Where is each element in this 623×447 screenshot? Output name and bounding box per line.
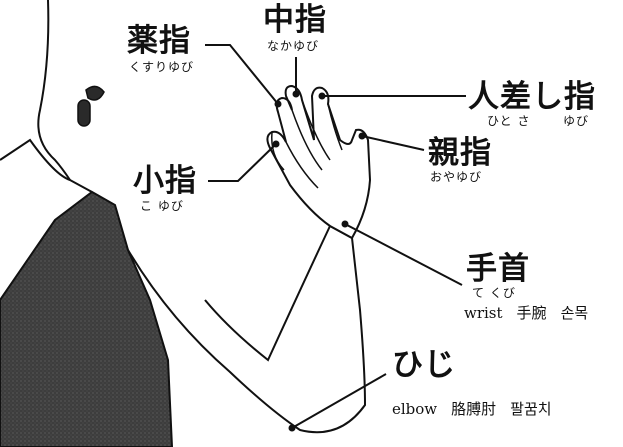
little-finger-reading: こ ゆび xyxy=(140,199,184,213)
index-finger-reading-a: ひと さ xyxy=(487,114,531,128)
wrist-translations: wrist 手腕 손목 xyxy=(464,304,588,322)
chin-outline xyxy=(37,0,71,181)
ring-finger-leader xyxy=(205,44,279,105)
little-finger-label: 小指 xyxy=(133,163,197,199)
elbow-en: elbow xyxy=(392,400,438,418)
middle-finger-reading: なかゆび xyxy=(267,39,320,53)
elbow-translations: elbow 胳膊肘 팔꿈치 xyxy=(392,400,552,418)
wrist-zh: 手腕 xyxy=(516,304,547,322)
wrist-reading: て くび xyxy=(472,286,516,300)
elbow-leader xyxy=(291,373,387,429)
elbow-ko: 팔꿈치 xyxy=(510,400,552,418)
elbow-label: ひじ xyxy=(392,347,456,383)
thumb-label: 親指 xyxy=(428,135,492,171)
leader-dots xyxy=(272,90,366,432)
arm xyxy=(127,224,367,434)
thumb-leader xyxy=(361,135,425,151)
index-finger-reading-b: ゆび xyxy=(563,114,590,128)
dress xyxy=(0,190,174,447)
wrist-leader xyxy=(344,223,463,286)
thumb-reading: おやゆび xyxy=(430,170,483,184)
wrist-label: 手首 xyxy=(466,251,530,287)
wrist-en: wrist xyxy=(464,304,503,322)
elbow-zh: 胳膊肘 xyxy=(451,400,497,418)
finger-lines xyxy=(285,99,343,189)
ring-finger-reading: くすりゆび xyxy=(129,60,195,74)
hand xyxy=(266,84,372,240)
ring-finger-label: 薬指 xyxy=(127,23,191,59)
little-finger-leader xyxy=(208,143,277,182)
middle-finger-label: 中指 xyxy=(263,2,327,38)
index-finger-label: 人差し指 xyxy=(468,79,596,115)
wrist-ko: 손목 xyxy=(560,304,589,322)
leader-lines xyxy=(205,44,466,429)
little-finger xyxy=(271,131,285,171)
earring xyxy=(77,85,105,127)
